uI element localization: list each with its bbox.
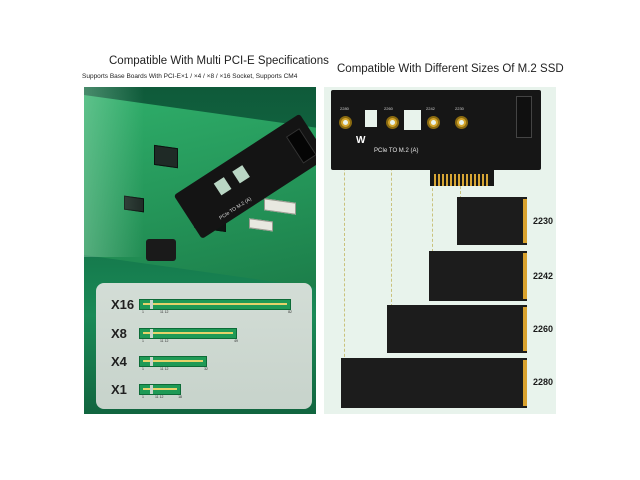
slot-bar-x8: [139, 328, 237, 339]
pcie-to-m2-adapter: 2280 2260 2242 2230 W PCIe TO M.2 (A): [331, 90, 541, 186]
ssd-2242: [429, 251, 527, 301]
dc-jack: [146, 239, 176, 261]
left-subtitle: Supports Base Boards With PCI-E×1 / ×4 /…: [82, 73, 298, 80]
slot-label-x8: X8: [111, 326, 127, 341]
ssd-sizes-panel: 2280 2260 2242 2230 W PCIe TO M.2 (A) 22…: [324, 87, 556, 414]
photo-blur: [84, 87, 144, 257]
ssd-2260: [387, 305, 527, 353]
size-mark-2230: 2230: [455, 106, 464, 111]
size-mark-2280: 2280: [340, 106, 349, 111]
ssd-label-2280: 2280: [533, 377, 554, 387]
brand-logo-icon: W: [356, 135, 366, 146]
adapter-text: PCIe TO M.2 (A): [374, 148, 419, 154]
mount-hole-2230: [455, 116, 468, 129]
mount-hole-2242: [427, 116, 440, 129]
ssd-2280: [341, 358, 527, 408]
pcie-gold-fingers: [430, 170, 494, 186]
right-title: Compatible With Different Sizes Of M.2 S…: [337, 63, 564, 75]
ssd-2230: [457, 197, 527, 245]
guide-line-2280: [344, 107, 345, 377]
left-title: Compatible With Multi PCI-E Specificatio…: [109, 55, 329, 67]
guide-line-2260: [391, 107, 392, 307]
m2-socket-photo: [285, 128, 316, 164]
slot-label-x1: X1: [111, 382, 127, 397]
mount-hole-2260: [386, 116, 399, 129]
m2-socket: [516, 96, 532, 138]
ssd-label-2230: 2230: [533, 216, 554, 226]
ssd-label-2260: 2260: [533, 324, 554, 334]
size-mark-2242: 2242: [426, 106, 435, 111]
mount-hole-2280: [339, 116, 352, 129]
slot-bar-x4: [139, 356, 207, 367]
slot-label-x4: X4: [111, 354, 127, 369]
size-mark-2260: 2260: [384, 106, 393, 111]
ssd-label-2242: 2242: [533, 271, 554, 281]
slot-label-x16: X16: [111, 297, 135, 312]
slot-bar-x1: [139, 384, 181, 395]
slot-bar-x16: [139, 299, 291, 310]
